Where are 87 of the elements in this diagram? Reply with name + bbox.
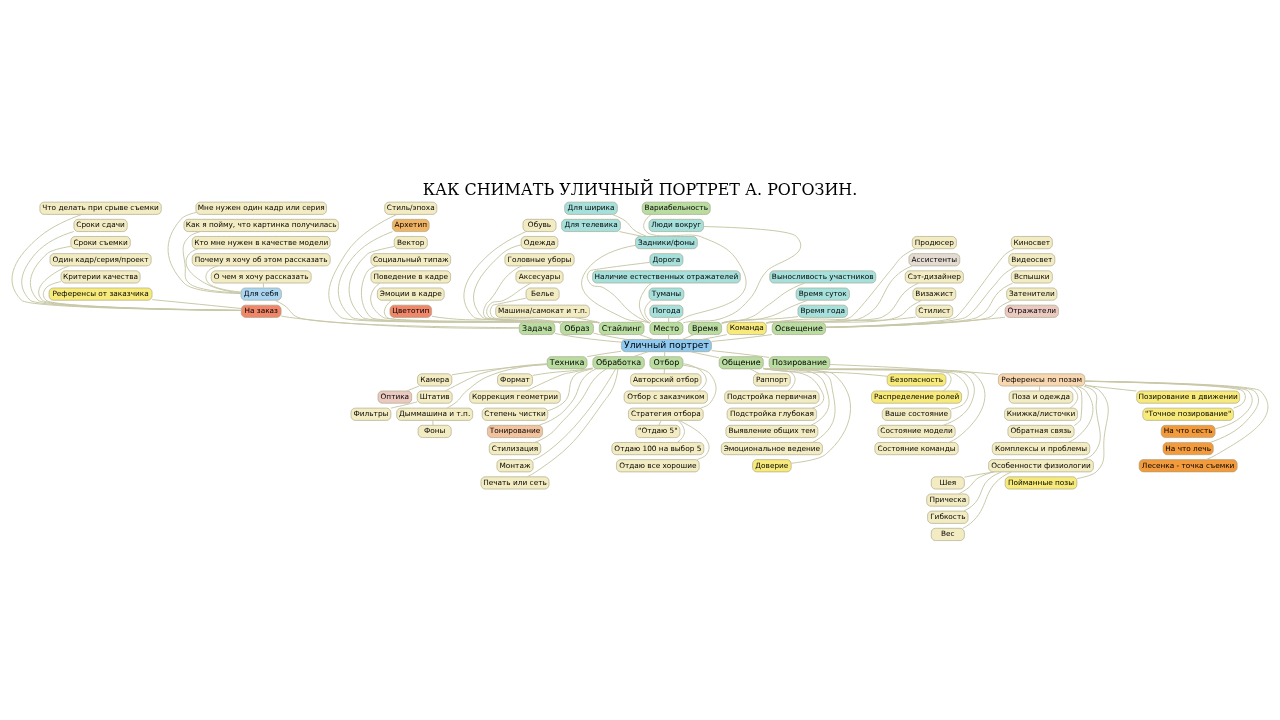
connector — [151, 299, 242, 309]
connector — [682, 226, 802, 324]
connector — [644, 299, 652, 323]
connector — [406, 385, 420, 392]
connector — [711, 350, 770, 358]
connector — [1076, 384, 1109, 480]
connector — [482, 265, 600, 324]
connector — [762, 368, 975, 426]
connector — [658, 419, 662, 426]
connector — [525, 367, 594, 392]
connector — [581, 244, 651, 324]
connector — [721, 299, 808, 324]
connector — [38, 265, 242, 311]
connector — [611, 213, 648, 237]
connector — [1084, 380, 1253, 430]
connector — [573, 316, 600, 323]
connector — [663, 368, 665, 375]
connector — [676, 419, 685, 443]
connector — [721, 316, 799, 324]
connector — [701, 334, 728, 340]
connector — [526, 368, 619, 478]
connector — [711, 334, 773, 342]
connector — [633, 351, 649, 358]
connector — [1082, 385, 1101, 461]
connector — [825, 248, 1015, 328]
connector — [205, 265, 242, 293]
connector — [432, 419, 434, 426]
connector — [1067, 385, 1094, 443]
connector — [1084, 380, 1246, 409]
connector — [681, 334, 695, 340]
connector — [534, 368, 607, 443]
connector — [1038, 385, 1041, 392]
connector — [586, 261, 651, 324]
connector — [21, 231, 242, 311]
connector — [11, 213, 242, 311]
connector — [829, 364, 999, 375]
connector — [547, 368, 594, 412]
connector — [182, 231, 242, 294]
connector — [262, 282, 264, 289]
connector — [762, 368, 969, 410]
connector — [749, 368, 760, 375]
connector — [766, 282, 919, 324]
node-box: Уличный портрет — [621, 339, 712, 353]
connector — [639, 334, 654, 340]
diagram-title: КАК СНИМАТЬ УЛИЧНЫЙ ПОРТРЕТ А. РОГОЗИН. — [422, 179, 858, 199]
connector — [532, 368, 616, 461]
connector — [554, 332, 622, 343]
connector — [682, 364, 717, 409]
connector — [446, 363, 548, 409]
connector — [762, 368, 888, 377]
connector — [280, 315, 520, 329]
connector — [1084, 380, 1269, 461]
connector — [185, 248, 242, 294]
connector — [766, 299, 923, 324]
connector — [1069, 385, 1079, 409]
connector — [762, 368, 986, 443]
connector — [593, 332, 627, 340]
connector — [444, 363, 548, 392]
connector — [721, 282, 806, 324]
connector — [762, 368, 952, 392]
connector — [42, 281, 242, 311]
connector — [586, 350, 622, 358]
connector — [643, 213, 747, 323]
connector — [962, 471, 1013, 529]
connector — [963, 471, 1002, 512]
connector — [463, 231, 600, 324]
connector — [29, 245, 242, 311]
connector — [678, 419, 710, 461]
connector — [390, 401, 418, 409]
connector — [682, 363, 707, 392]
connector — [958, 471, 994, 495]
connector — [538, 368, 597, 426]
connector — [167, 212, 242, 295]
connector — [766, 316, 917, 324]
connector — [486, 282, 600, 324]
connector — [532, 367, 594, 376]
connector — [618, 231, 643, 237]
connector — [638, 282, 652, 324]
connector — [274, 299, 520, 329]
connector — [1084, 384, 1137, 392]
connector — [489, 297, 600, 324]
connector — [690, 351, 720, 359]
connector — [473, 244, 600, 324]
connector — [1073, 385, 1083, 427]
connector — [963, 471, 995, 478]
connector — [1084, 380, 1260, 443]
connector — [668, 316, 670, 323]
